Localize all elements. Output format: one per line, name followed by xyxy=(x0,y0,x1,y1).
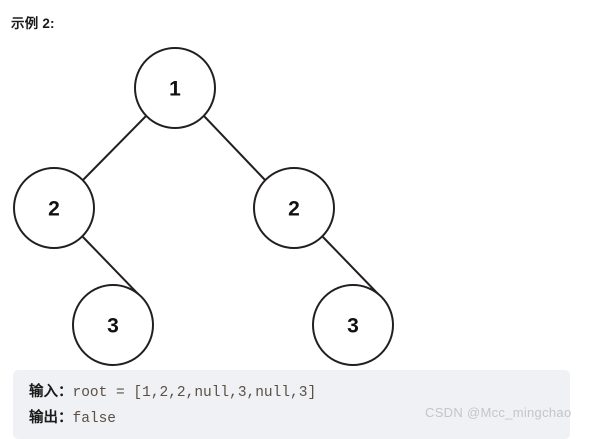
input-value: root = [1,2,2,null,3,null,3] xyxy=(72,385,317,401)
tree-node-left: 2 xyxy=(13,167,95,249)
tree-edges xyxy=(81,115,382,298)
output-value: false xyxy=(72,411,117,427)
code-line-output: 输出：false xyxy=(29,406,570,432)
edge-left-to-its-child xyxy=(81,235,142,298)
input-label: 输入 xyxy=(29,384,58,400)
node-circle-root xyxy=(134,47,216,129)
edge-right-to-its-child xyxy=(321,235,382,298)
page-title: 示例 2: xyxy=(11,16,55,31)
node-label-root: 1 xyxy=(169,78,181,101)
node-circle-right-right xyxy=(312,284,394,366)
node-label-right-right: 3 xyxy=(347,315,359,338)
node-circle-left xyxy=(13,167,95,249)
code-line-input: 输入：root = [1,2,2,null,3,null,3] xyxy=(29,380,570,406)
tree-node-right-right: 3 xyxy=(312,284,394,366)
node-label-left: 2 xyxy=(48,198,60,221)
node-label-left-right: 3 xyxy=(107,315,119,338)
node-circle-left-right xyxy=(72,284,154,366)
tree-node-right: 2 xyxy=(253,167,335,249)
tree-node-root: 1 xyxy=(134,47,216,129)
output-label: 输出 xyxy=(29,410,58,426)
csdn-watermark: CSDN @Mcc_mingchao xyxy=(425,405,572,420)
input-colon: ： xyxy=(58,384,73,400)
node-circle-right xyxy=(253,167,335,249)
binary-tree-figure: 1 2 2 3 3 xyxy=(0,36,600,366)
tree-svg: 1 2 2 3 3 xyxy=(13,47,394,366)
tree-node-left-right: 3 xyxy=(72,284,154,366)
output-colon: ： xyxy=(58,410,73,426)
example-code-block: 输入：root = [1,2,2,null,3,null,3] 输出：false xyxy=(13,370,570,439)
edge-root-to-left-child xyxy=(82,115,147,181)
edge-root-to-right-child xyxy=(203,115,266,181)
node-label-right: 2 xyxy=(288,198,300,221)
